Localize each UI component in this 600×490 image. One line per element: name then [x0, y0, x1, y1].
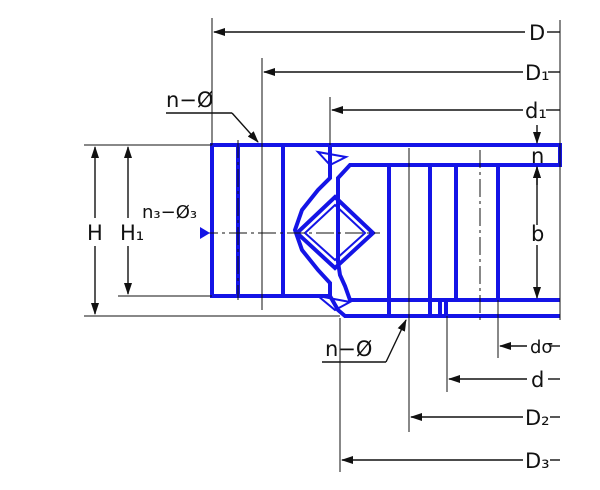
dimension-D3: D₃	[341, 449, 560, 473]
roller-element	[294, 194, 376, 271]
extension-lines	[84, 18, 561, 472]
label-b: b	[531, 222, 544, 246]
label-d1: d₁	[525, 99, 547, 123]
label-n-top: n	[531, 144, 544, 168]
bottom-seal	[317, 295, 353, 312]
label-H: H	[87, 221, 103, 245]
inner-ring	[328, 143, 562, 318]
n3-arrow-icon	[200, 227, 210, 239]
bearing-section	[210, 143, 562, 318]
dimension-D2: D₂	[410, 406, 560, 430]
label-D1: D₁	[525, 61, 550, 85]
dimension-H: H	[87, 146, 103, 315]
dimension-D: D	[213, 21, 560, 45]
label-n-phi-upper: n−Ø	[166, 88, 213, 112]
label-n-phi-lower: n−Ø	[325, 337, 372, 361]
dimension-H1: H₁	[120, 146, 144, 295]
label-d: d	[531, 368, 544, 392]
callout-n3-phi3: n₃−Ø₃	[142, 202, 210, 239]
gear-teeth	[440, 298, 560, 318]
callout-n-phi-upper: n−Ø	[166, 88, 259, 143]
label-D3: D₃	[525, 449, 550, 473]
dimension-d1: d₁	[331, 99, 560, 123]
dimension-b: b	[531, 166, 544, 299]
label-d-sigma: dσ	[530, 337, 553, 358]
callout-n-phi-lower: n−Ø	[322, 319, 407, 363]
dimension-D1: D₁	[263, 61, 560, 85]
top-seal	[315, 150, 350, 167]
dimension-d: d	[448, 368, 560, 392]
label-H1: H₁	[120, 221, 144, 245]
roller-inner	[303, 203, 367, 262]
dimension-d-sigma: dσ	[499, 337, 560, 358]
label-D: D	[529, 21, 545, 45]
label-D2: D₂	[525, 406, 550, 430]
label-n3-phi3: n₃−Ø₃	[142, 202, 197, 223]
outer-ring	[210, 143, 332, 298]
